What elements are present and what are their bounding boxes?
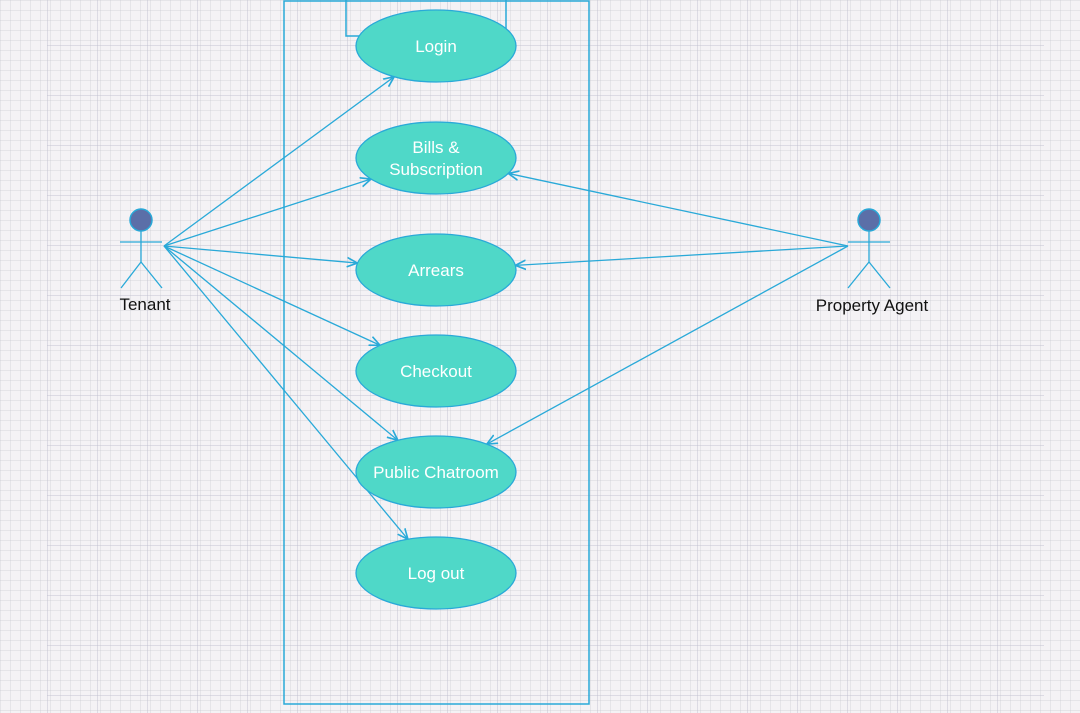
use-case-label: Log out: [408, 564, 465, 583]
association-agent-chatroom[interactable]: [487, 245, 849, 444]
association-tenant-arrears[interactable]: [163, 245, 357, 263]
actor-left-leg: [847, 261, 870, 289]
actor-property-agent[interactable]: Property Agent: [816, 208, 929, 315]
association-agent-arrears[interactable]: [515, 245, 849, 265]
use-case-label: Subscription: [389, 160, 483, 179]
actor-label-property-agent: Property Agent: [816, 296, 929, 315]
association-tenant-checkout[interactable]: [163, 245, 380, 345]
use-case-label: Checkout: [400, 362, 472, 381]
actor-left-leg: [120, 261, 142, 289]
use-case-ellipse: [355, 121, 517, 195]
associations: [163, 77, 849, 540]
use-case-label: Arrears: [408, 261, 464, 280]
actor-right-leg: [868, 261, 891, 289]
association-tenant-bills[interactable]: [163, 179, 371, 247]
actor-head: [857, 208, 881, 232]
use-case-bills[interactable]: Bills & Subscription: [355, 121, 517, 195]
actor-right-leg: [140, 261, 163, 289]
use-case-arrears[interactable]: Arrears: [355, 233, 517, 307]
use-case-ellipse: [355, 435, 517, 509]
use-case-label: Bills &: [412, 138, 460, 157]
use-case-label: Login: [415, 37, 457, 56]
use-case-logout[interactable]: Log out: [355, 536, 517, 610]
use-case-ellipse: [355, 233, 517, 307]
association-tenant-chatroom[interactable]: [163, 245, 398, 440]
use-case-login[interactable]: Login: [355, 9, 517, 83]
use-case-ellipse: [355, 334, 517, 408]
use-case-chatroom[interactable]: Public Chatroom: [355, 435, 517, 509]
association-agent-bills[interactable]: [508, 173, 849, 247]
use-case-ellipse: [355, 9, 517, 83]
use-case-label: Public Chatroom: [373, 463, 499, 482]
grid-background: [47, 0, 1044, 713]
use-case-ellipse: [355, 536, 517, 610]
actor-tenant[interactable]: Tenant: [119, 208, 171, 314]
actor-head: [129, 208, 153, 232]
use-case-checkout[interactable]: Checkout: [355, 334, 517, 408]
system-boundary[interactable]: [283, 0, 590, 705]
actor-label-tenant: Tenant: [119, 295, 170, 314]
association-tenant-login[interactable]: [163, 77, 394, 247]
